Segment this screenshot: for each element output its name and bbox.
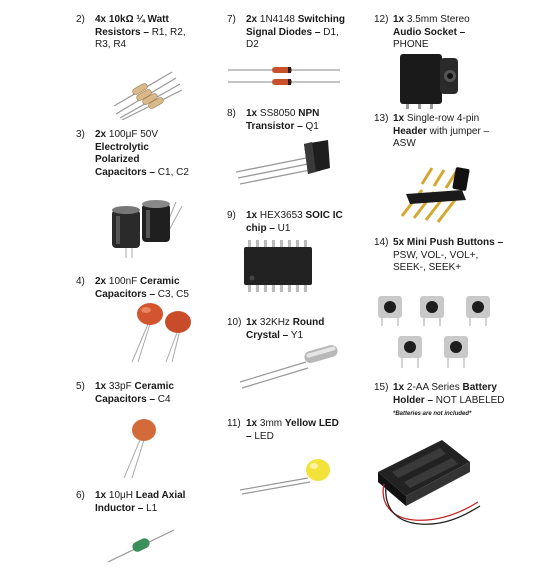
battery-holder-image — [370, 432, 482, 532]
item-name: 10kΩ ¼ Watt Resistors – — [95, 14, 169, 38]
batteries-note: *Batteries are not included* — [393, 411, 472, 417]
audio-socket-image — [394, 50, 464, 110]
soic-chip-image — [240, 240, 324, 292]
ceramic-capacitors-image — [126, 300, 196, 364]
resistors-image — [112, 70, 182, 120]
electrolytic-capacitors-image — [106, 192, 186, 260]
ceramic-capacitor-33pf-image — [110, 410, 166, 480]
pin-header-image — [392, 160, 478, 224]
crystal-image — [236, 342, 340, 390]
item-refs: R1, R2, R3, R4 — [95, 26, 186, 51]
transistor-image — [232, 138, 336, 188]
diodes-image — [228, 62, 340, 88]
push-buttons-image — [374, 294, 496, 376]
led-image — [238, 446, 338, 496]
item-qty: 4x — [95, 14, 107, 25]
inductor-image — [106, 528, 176, 564]
